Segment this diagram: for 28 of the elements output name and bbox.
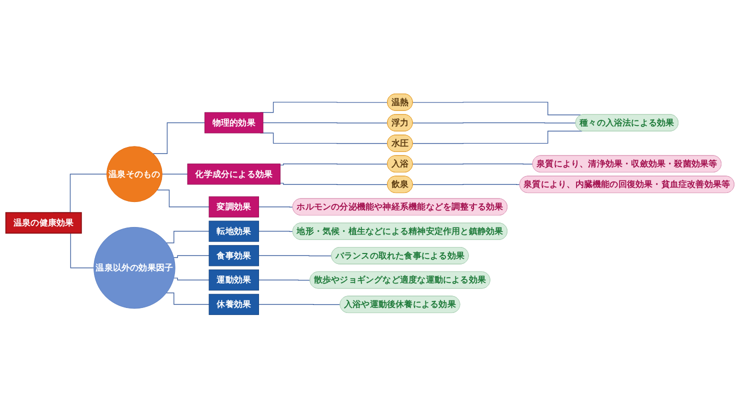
connector [412, 184, 520, 185]
node-box: 運動効果 [208, 269, 259, 290]
connector [412, 122, 576, 124]
connector [280, 182, 388, 185]
connector [412, 130, 583, 144]
connector [258, 206, 294, 208]
node-box: 温泉の健康効果 [5, 212, 82, 234]
connector [258, 279, 310, 280]
node-box: 変調効果 [208, 196, 259, 218]
node-box: 転地効果 [208, 220, 259, 242]
node-circle: 温泉以外の効果因子 [94, 226, 176, 308]
connector [262, 122, 388, 124]
connector [173, 277, 210, 280]
connector [258, 255, 332, 256]
connector [173, 255, 210, 258]
connector [412, 163, 534, 164]
connector [258, 304, 341, 305]
node-box: 休養効果 [208, 294, 259, 315]
connector [166, 292, 210, 304]
connector [156, 189, 210, 207]
connector [280, 163, 388, 166]
connector [166, 230, 210, 243]
connector [152, 122, 206, 154]
node-box: 物理的効果 [204, 112, 264, 133]
node-box: 化学成分による効果 [187, 163, 280, 184]
connector [258, 230, 294, 232]
node-box: 食事効果 [208, 244, 259, 266]
node-circle: 温泉そのもの [106, 146, 162, 202]
